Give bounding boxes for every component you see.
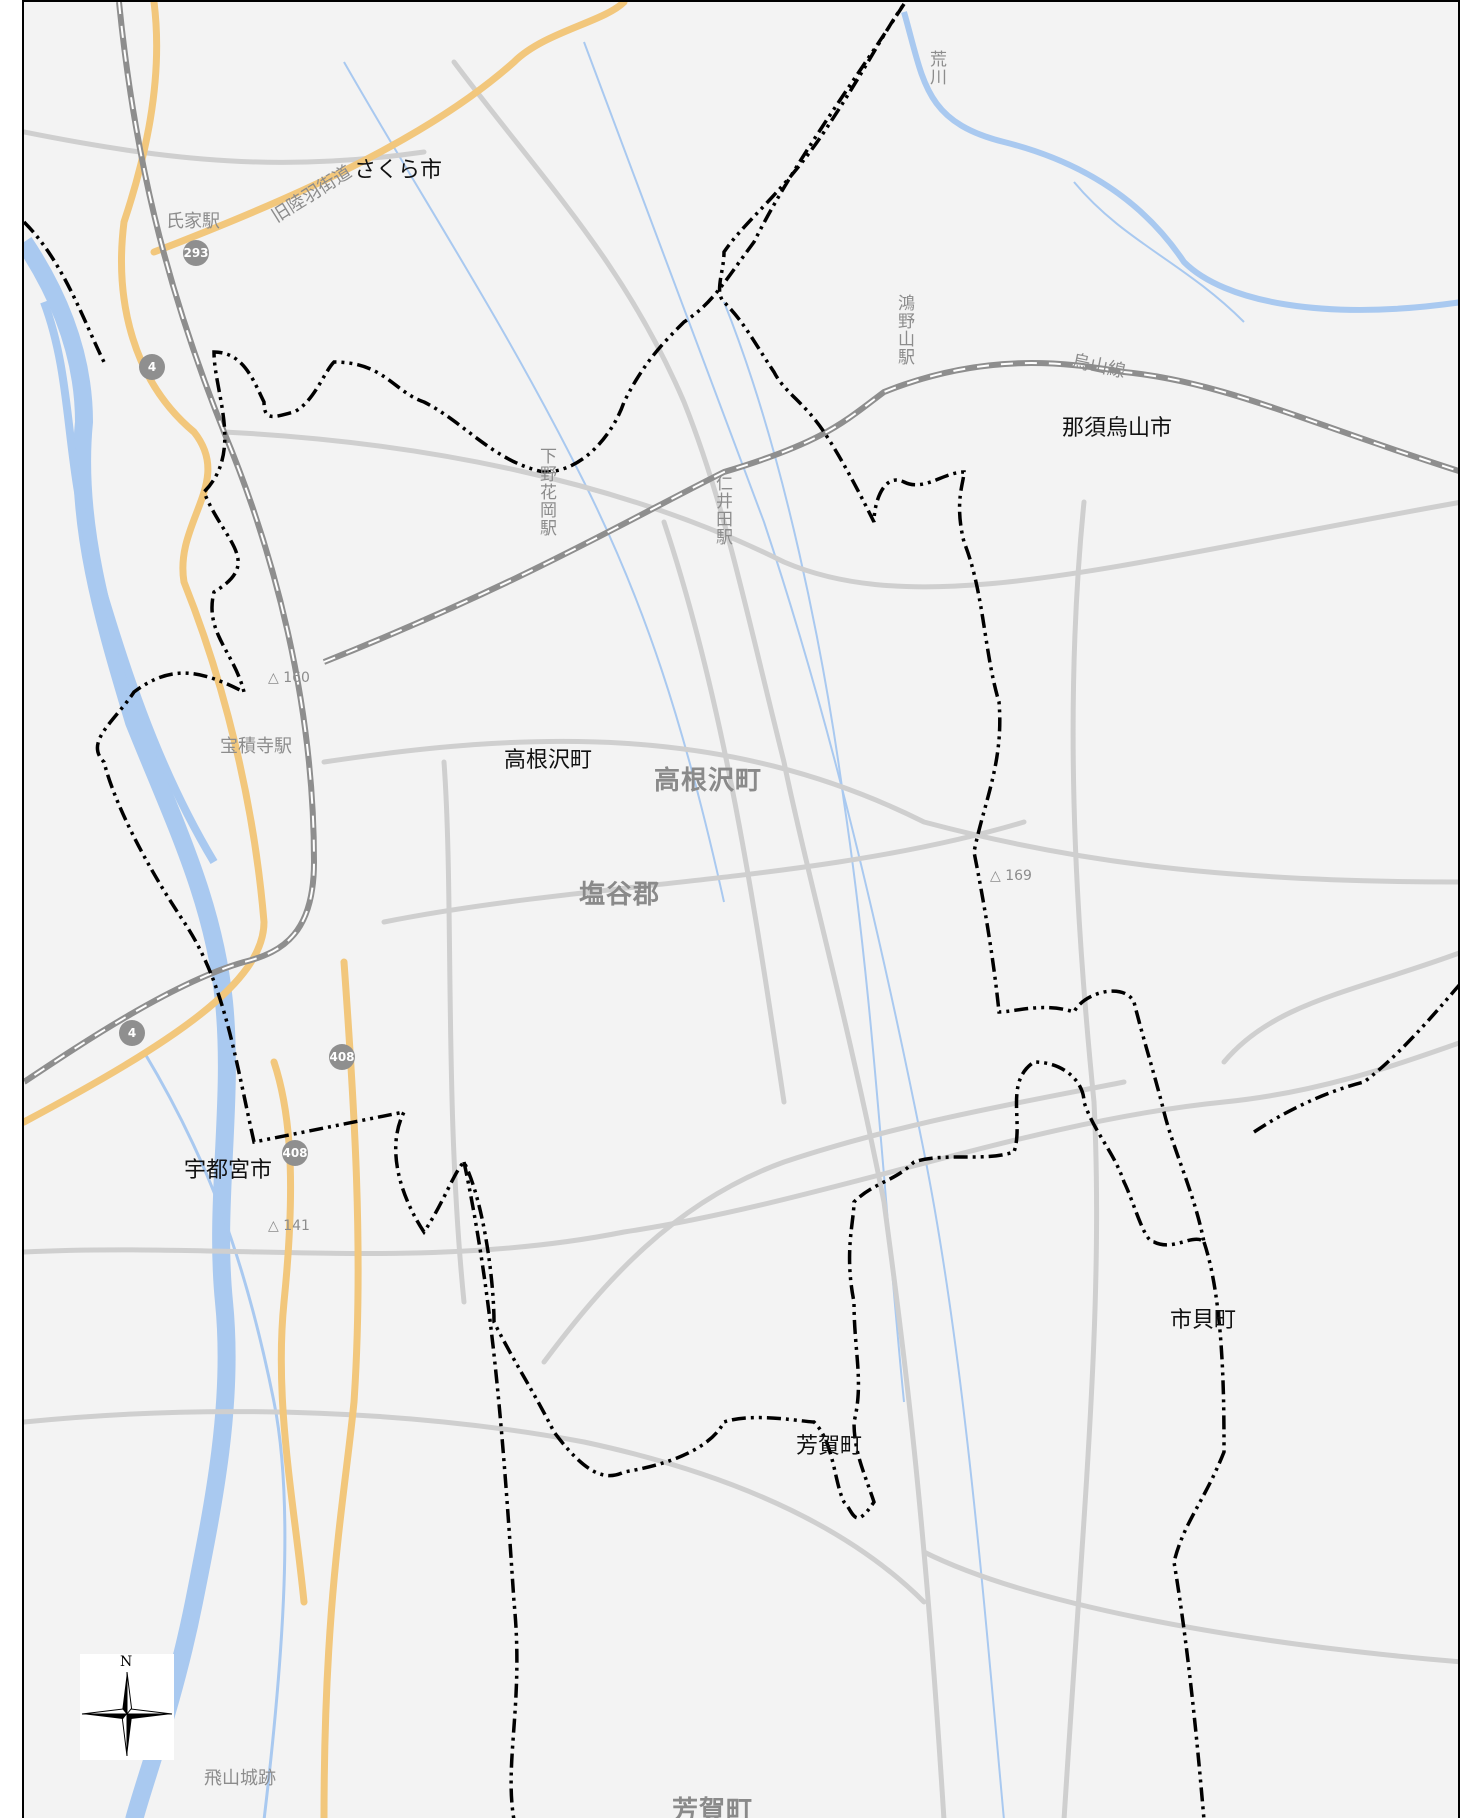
railways-dash [24,2,1458,1083]
base-map [24,2,1458,1818]
elevation-169: △ 169 [990,868,1032,884]
label-niida-station: 仁井田駅 [712,474,732,546]
stream-2 [583,41,1005,1818]
kinu-river-b [40,300,218,865]
north-arrow: N [80,1654,174,1760]
label-takanezawa: 高根沢町 [504,748,593,773]
national-roads [24,2,628,1818]
boundaries [24,2,1458,1818]
stream-5 [142,1051,287,1818]
route-293-shield: 293 [183,240,209,266]
boundary-takanezawa [95,2,1207,1520]
stream-4 [1073,181,1245,323]
route-293 [150,2,628,256]
boundary-ichikai [1172,1241,1226,1818]
label-shimotsuke-hanaoka-station: 下野花岡駅 [536,447,556,537]
label-sakura: さくら市 [354,158,443,183]
label-ara-river: 荒川 [926,50,946,86]
label-haga: 芳賀町 [796,1434,863,1459]
boundary-east [1253,983,1458,1134]
label-konoyama-station: 鴻野山駅 [894,294,914,366]
basemap-takanezawa-town: 高根沢町 [654,766,763,796]
map-frame[interactable]: さくら市 那須烏山市 高根沢町 宇都宮市 市貝町 芳賀町 高根沢町 塩谷郡 芳賀… [22,0,1460,1818]
north-letter: N [120,1654,133,1670]
stream-3 [723,301,905,1403]
label-utsunomiya: 宇都宮市 [184,1158,273,1183]
label-hosekiji-station: 宝積寺駅 [220,736,292,757]
route-408-shield-a: 408 [329,1044,355,1070]
compass-rose-icon [81,1671,173,1757]
route-408-shield-b: 408 [282,1140,308,1166]
route-408 [320,958,362,1818]
stream-1 [343,61,725,903]
boundary-west [24,220,106,363]
basemap-haga-town: 芳賀町 [672,1796,754,1818]
label-ujiie-station: 氏家駅 [166,211,220,232]
rivers [24,11,1458,1818]
elevation-141: △ 141 [268,1218,310,1234]
elevation-160: △ 160 [268,670,310,686]
label-ichikai: 市貝町 [1170,1308,1237,1333]
label-nasukarasuyama: 那須烏山市 [1062,416,1173,441]
basemap-shioya-district: 塩谷郡 [579,880,661,910]
label-tobiyama-castle: 飛山城跡 [204,1768,276,1789]
roads [24,59,1458,1818]
ara-river [901,11,1458,313]
route-4-shield-north: 4 [139,354,165,380]
route-4-shield-south: 4 [119,1020,145,1046]
karasuyama-line [322,360,1458,665]
boundary-utsunomiya-haga [462,1161,519,1818]
kinu-river [24,237,236,1818]
route-408-b [270,1058,308,1606]
